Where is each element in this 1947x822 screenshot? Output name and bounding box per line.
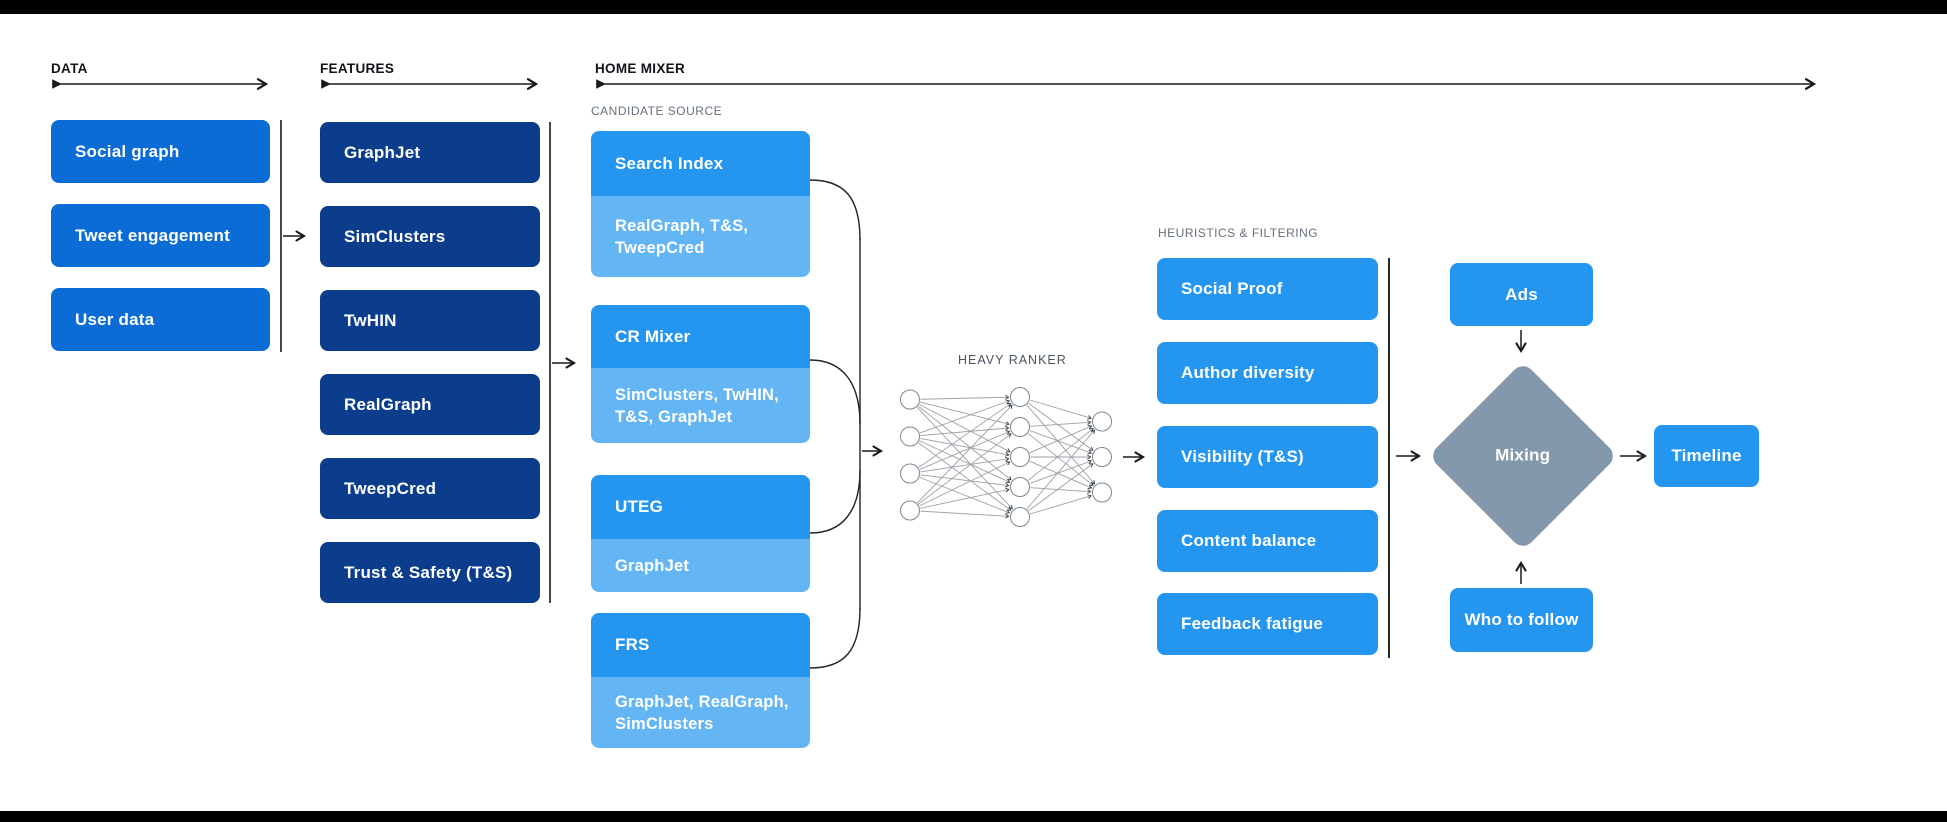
neuron-node xyxy=(1092,411,1112,432)
heavy-ranker-network xyxy=(900,387,1112,527)
neuron-node xyxy=(1010,507,1030,527)
features-box-tweepcred: TweepCred xyxy=(320,458,540,519)
neuron-node xyxy=(900,463,920,484)
features-box-graphjet: GraphJet xyxy=(320,122,540,183)
data-box-tweet-engagement: Tweet engagement xyxy=(51,204,270,267)
label-heuristics-filtering: HEURISTICS & FILTERING xyxy=(1158,226,1319,240)
candidate-sub-features: GraphJet, RealGraph, SimClusters xyxy=(591,677,810,748)
features-box-simclusters: SimClusters xyxy=(320,206,540,267)
who-to-follow-box: Who to follow xyxy=(1450,588,1593,652)
heuristics-box-visibility: Visibility (T&S) xyxy=(1157,426,1378,488)
candidate-box-uteg: UTEG GraphJet xyxy=(591,475,810,592)
neuron-node xyxy=(900,500,920,521)
curve-cr-mixer xyxy=(809,359,861,425)
candidate-sub-features: GraphJet xyxy=(591,539,810,592)
top-letterbox-bar xyxy=(0,0,1947,14)
ads-box: Ads xyxy=(1450,263,1593,326)
mixing-diamond-label: Mixing xyxy=(1495,446,1551,465)
bottom-letterbox-bar xyxy=(0,811,1947,822)
heuristics-box-content-balance: Content balance xyxy=(1157,510,1378,572)
neuron-node xyxy=(1092,447,1112,467)
candidate-sub-features: RealGraph, T&S, TweepCred xyxy=(591,196,810,277)
candidate-title: Search Index xyxy=(591,131,810,196)
heuristics-box-feedback-fatigue: Feedback fatigue xyxy=(1157,593,1378,655)
candidate-title: FRS xyxy=(591,613,810,677)
neuron-node xyxy=(1092,482,1112,503)
features-box-twhin: TwHIN xyxy=(320,290,540,351)
label-heavy-ranker: HEAVY RANKER xyxy=(958,353,1067,367)
candidate-box-frs: FRS GraphJet, RealGraph, SimClusters xyxy=(591,613,810,748)
data-box-user-data: User data xyxy=(51,288,270,351)
features-box-realgraph: RealGraph xyxy=(320,374,540,435)
heuristics-box-author-diversity: Author diversity xyxy=(1157,342,1378,404)
section-header-features: FEATURES xyxy=(320,61,395,76)
candidate-box-cr-mixer: CR Mixer SimClusters, TwHIN, T&S, GraphJ… xyxy=(591,305,810,443)
candidate-box-search-index: Search Index RealGraph, T&S, TweepCred xyxy=(591,131,810,277)
data-box-social-graph: Social graph xyxy=(51,120,270,183)
neuron-node xyxy=(1010,477,1030,497)
timeline-box: Timeline xyxy=(1654,425,1759,487)
section-header-home-mixer: HOME MIXER xyxy=(595,61,686,76)
features-box-trust-safety: Trust & Safety (T&S) xyxy=(320,542,540,603)
curve-search-index xyxy=(809,179,861,241)
curve-frs xyxy=(809,607,861,669)
heuristics-box-social-proof: Social Proof xyxy=(1157,258,1378,320)
candidate-title: UTEG xyxy=(591,475,810,539)
neuron-node xyxy=(1010,447,1030,467)
section-header-data: DATA xyxy=(51,61,88,76)
curve-uteg xyxy=(809,469,861,534)
label-candidate-source: CANDIDATE SOURCE xyxy=(591,104,723,118)
candidate-title: CR Mixer xyxy=(591,305,810,368)
candidate-sub-features: SimClusters, TwHIN, T&S, GraphJet xyxy=(591,368,810,443)
neuron-node xyxy=(1010,387,1030,407)
neuron-node xyxy=(900,389,920,410)
mixing-diamond: Mixing xyxy=(1428,361,1618,551)
neuron-node xyxy=(900,426,920,447)
neuron-node xyxy=(1010,417,1030,437)
